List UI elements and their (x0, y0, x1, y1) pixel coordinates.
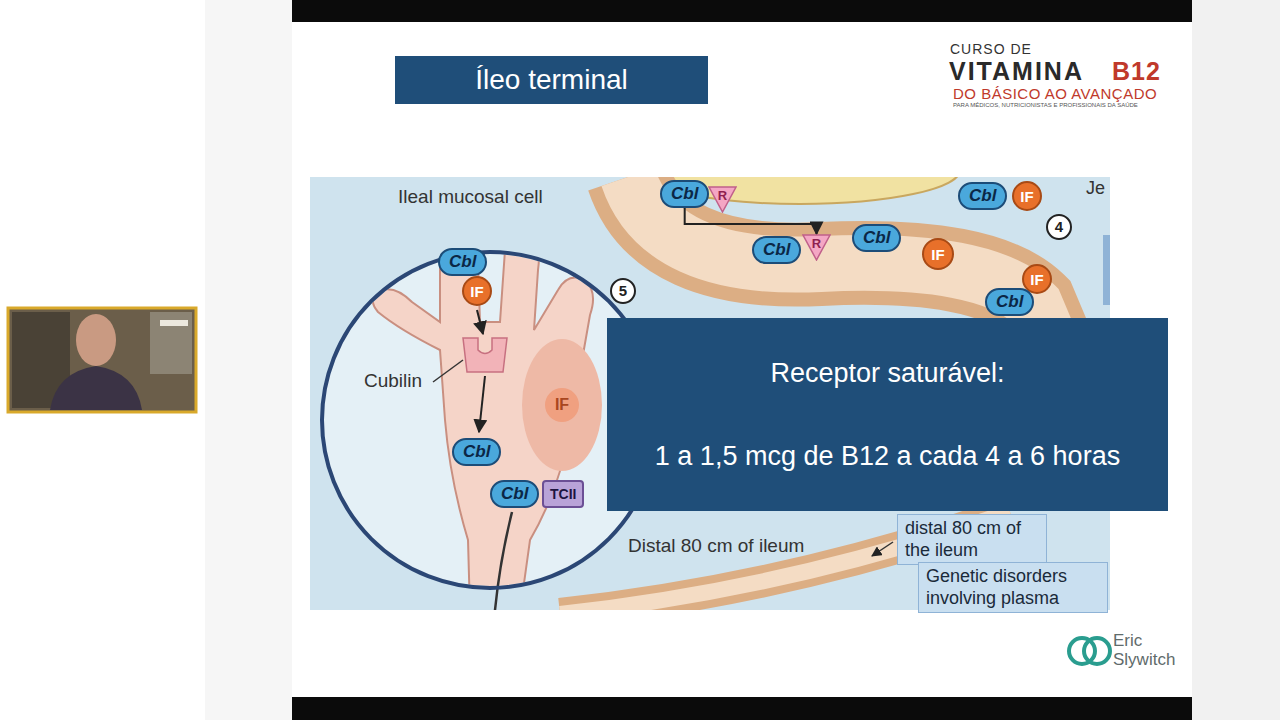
webcam-frame (8, 308, 196, 412)
node-text: Cbl (501, 484, 528, 504)
side-panel (205, 0, 292, 720)
author-logo: Slywitch (1113, 650, 1175, 670)
node-text: Cbl (449, 252, 476, 272)
node-text: Genetic disorders involving plasma (926, 566, 1100, 609)
webcam-wall (150, 312, 192, 374)
node-text: R (812, 236, 821, 251)
pointer-arrow (872, 542, 893, 556)
cobalamin-pill: Cbl (660, 180, 709, 208)
endosome-area (522, 339, 602, 471)
letterbox-bar (292, 697, 1192, 720)
leader-line (433, 360, 463, 382)
callout-panel: Receptor saturável: 1 a 1,5 mcg de B12 a … (607, 318, 1168, 511)
cobalamin-pill: Cbl (852, 224, 901, 252)
cubilin-receptor (463, 338, 507, 372)
node-text: IF (1020, 188, 1033, 205)
intrinsic-factor: IF (1012, 181, 1042, 211)
node-text: IF (1030, 271, 1043, 288)
r-binder: R (708, 186, 737, 213)
callout-number: 5 (610, 278, 636, 304)
cobalamin-pill: Cbl (985, 288, 1034, 316)
part-name: Je (1086, 178, 1105, 199)
cobalamin-pill: Cbl (490, 480, 539, 508)
cobalamin-pill: Cbl (452, 438, 501, 466)
uptake-arrow (477, 310, 483, 334)
callout-number: 4 (1046, 214, 1072, 240)
webcam-lamp (160, 320, 188, 326)
webcam-face (76, 314, 116, 366)
note-box: Genetic disorders involving plasma (918, 562, 1108, 613)
node-text: 1 a 1,5 mcg de B12 a cada 4 a 6 horas (655, 441, 1120, 472)
course-label: CURSO DE (950, 41, 1032, 57)
course-name: B12 (1112, 57, 1161, 86)
cobalamin-pill: Cbl (958, 182, 1007, 210)
node-text: R (718, 188, 727, 203)
node-text: Cbl (463, 442, 490, 462)
node-text: IF (555, 396, 569, 414)
letterbox-bar (292, 0, 1192, 22)
transcobalamin-tag: TCII (542, 480, 584, 508)
node-text: Cbl (763, 240, 790, 260)
course-audience: PARA MÉDICOS, NUTRICIONISTAS E PROFISSIO… (953, 102, 1138, 108)
note-box: distal 80 cm of the ileum (897, 514, 1047, 565)
node-text: distal 80 cm of the ileum (905, 518, 1039, 561)
side-box-edge (1103, 235, 1110, 305)
cobalamin-pill: Cbl (438, 248, 487, 276)
node-text: Ileal mucosal cell (320, 180, 665, 208)
intrinsic-factor: IF (545, 388, 579, 422)
export-line (495, 512, 512, 610)
r-binder: R (802, 234, 831, 261)
node-text: IF (470, 283, 483, 300)
side-panel (1192, 0, 1280, 720)
transfer-arrow (685, 208, 817, 234)
part-name: Cubilin (364, 370, 422, 392)
node-text: Cbl (996, 292, 1023, 312)
node-text: Cbl (671, 184, 698, 204)
author-logo: Eric (1113, 631, 1142, 651)
intrinsic-factor: IF (462, 276, 492, 306)
course-name: VITAMINA (949, 57, 1084, 86)
node-text: IF (931, 246, 944, 263)
cobalamin-pill: Cbl (752, 236, 801, 264)
node-text: Receptor saturável: (770, 358, 1004, 389)
r-binder-outline (709, 187, 736, 212)
node-text: TCII (550, 486, 576, 502)
part-name: Distal 80 cm of ileum (628, 535, 804, 557)
node-text: Cbl (969, 186, 996, 206)
r-binder-outline (803, 235, 830, 260)
logo-ring (1084, 638, 1110, 664)
course-subtitle: DO BÁSICO AO AVANÇADO (953, 85, 1157, 102)
slide-title: Íleo terminal (395, 56, 708, 104)
intrinsic-factor: IF (922, 238, 954, 270)
node-text: Cbl (863, 228, 890, 248)
release-arrow (479, 376, 485, 432)
webcam-person (50, 366, 142, 410)
